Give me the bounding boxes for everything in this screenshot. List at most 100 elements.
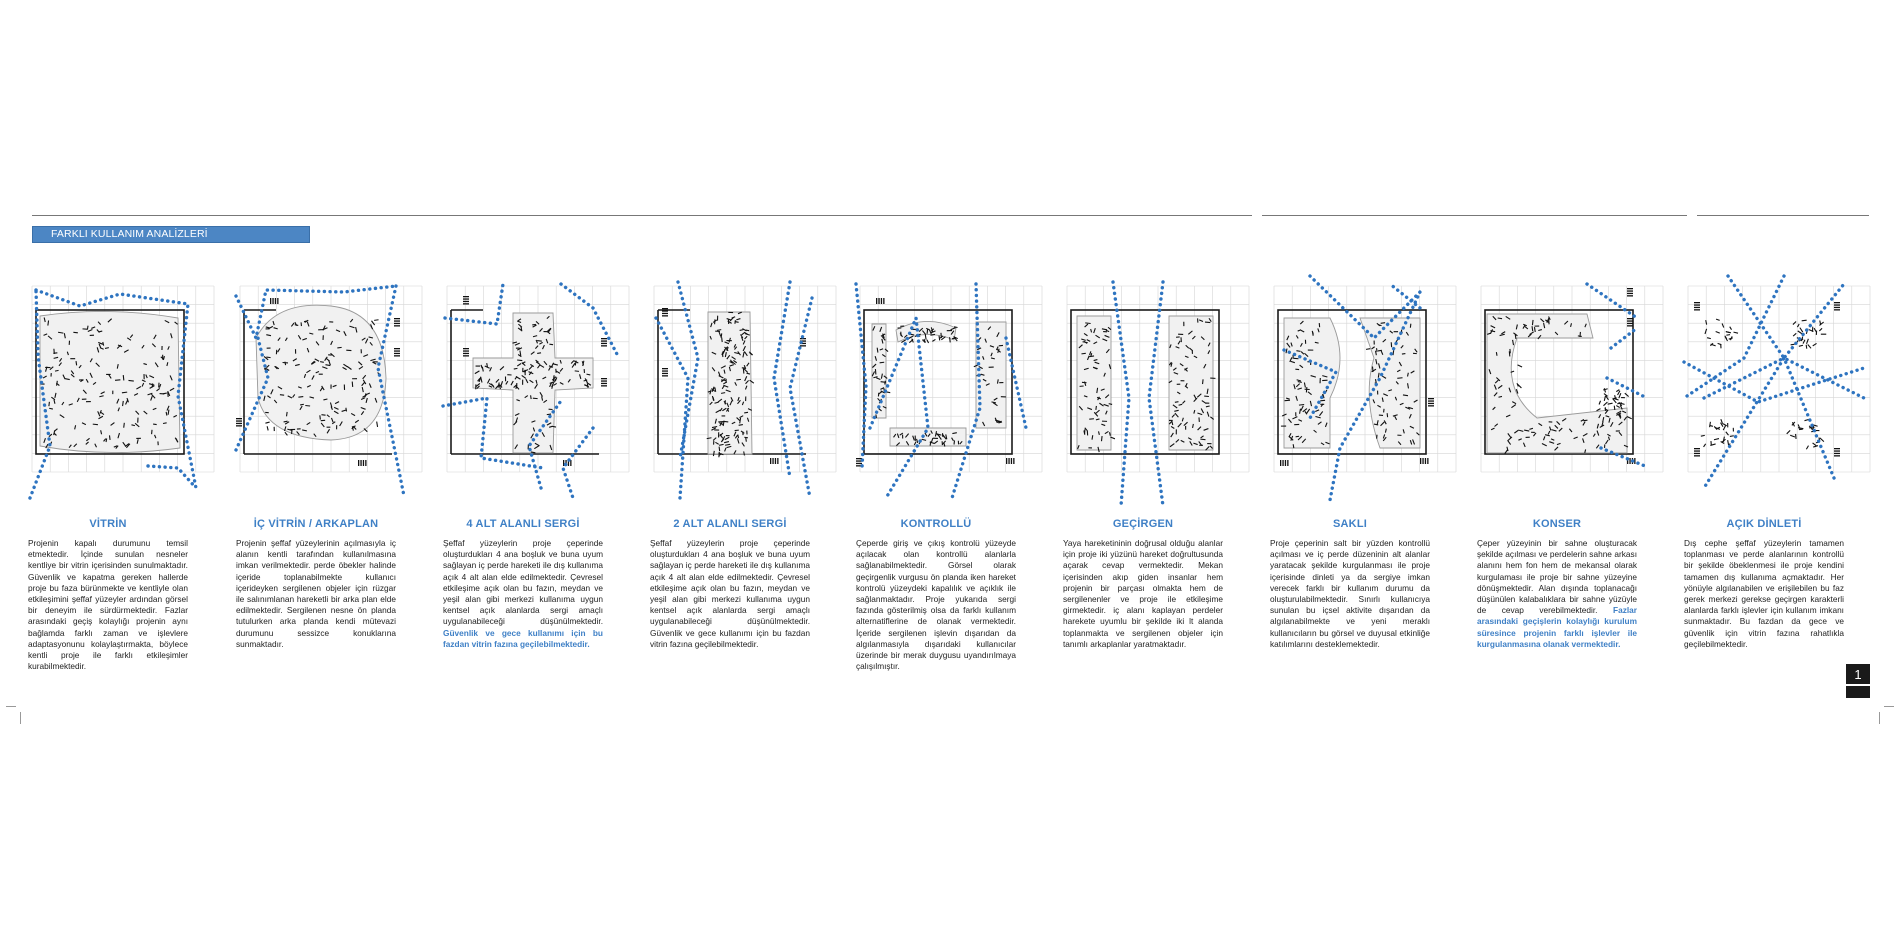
- movement-path: [1609, 326, 1639, 350]
- curtain-zone: [255, 304, 387, 441]
- crop-mark: [1879, 712, 1880, 724]
- movement-path: [1388, 282, 1422, 310]
- usage-diagram: [28, 285, 215, 500]
- usage-diagram: [1273, 274, 1457, 502]
- page-number: 1: [1846, 664, 1870, 698]
- curtain-zone: [1283, 317, 1421, 449]
- curtain-zone: [1076, 315, 1214, 451]
- visitor-marks: [1487, 315, 1632, 454]
- usage-diagram: [1682, 274, 1871, 490]
- description-text: Projenin kapalı durumunu temsil etmekted…: [28, 538, 188, 672]
- movement-path: [1702, 282, 1846, 400]
- movement-path: [1702, 354, 1836, 490]
- usage-diagram: [653, 280, 837, 500]
- movement-path: [1308, 274, 1422, 502]
- usage-diagram: [234, 284, 423, 498]
- panel-title: AÇIK DİNLETİ: [1726, 518, 1802, 530]
- movement-path: [788, 296, 814, 500]
- movement-path: [234, 284, 398, 344]
- movement-path: [854, 282, 868, 470]
- visitor-marks: [871, 325, 1006, 447]
- facade-modules: [236, 298, 400, 466]
- panel-description: Şeffaf yüzeylerin proje çeperinde oluştu…: [443, 538, 603, 650]
- enclosure-outline: [1070, 309, 1220, 455]
- usage-diagram: [854, 282, 1043, 500]
- movement-path: [561, 426, 595, 500]
- facade-modules: [463, 296, 607, 466]
- description-text: Şeffaf yüzeylerin proje çeperinde oluştu…: [650, 538, 810, 649]
- movement-path: [376, 284, 406, 498]
- movement-path: [1682, 360, 1866, 404]
- movement-path: [654, 316, 690, 500]
- movement-path: [1585, 282, 1639, 320]
- movement-path: [1726, 274, 1866, 400]
- panel-description: Şeffaf yüzeylerin proje çeperinde oluştu…: [650, 538, 810, 650]
- usage-diagram: [1480, 282, 1664, 473]
- description-text: Yaya hareketininin doğrusal olduğu alanl…: [1063, 538, 1223, 649]
- movement-path: [28, 288, 52, 500]
- movement-path: [34, 288, 198, 490]
- description-text: Proje çeperinin salt bir yüzden kontroll…: [1270, 538, 1430, 649]
- movement-path: [950, 282, 982, 500]
- description-text: Çeper yüzeyinin bir sahne oluşturacak şe…: [1477, 538, 1637, 616]
- panel-title: VİTRİN: [89, 518, 127, 530]
- facade-modules: [662, 308, 806, 464]
- grid: [653, 285, 837, 473]
- movement-path: [559, 282, 621, 360]
- section-header: FARKLI KULLANIM ANALİZLERİ: [32, 226, 310, 243]
- movement-path: [1282, 348, 1339, 420]
- movement-path: [234, 336, 270, 452]
- visitor-marks: [706, 311, 755, 458]
- curtain-zone: [1486, 313, 1628, 454]
- panel-description: Projenin kapalı durumunu temsil etmekted…: [28, 538, 188, 672]
- movement-path: [1605, 376, 1649, 400]
- top-rule: [1697, 215, 1869, 216]
- description-text: Projenin şeffaf yüzeylerinin açılmasıyla…: [236, 538, 396, 649]
- panel-title: 2 ALT ALANLI SERGİ: [673, 518, 787, 530]
- panel-description: Proje çeperinin salt bir yüzden kontroll…: [1270, 538, 1430, 650]
- panel-description: Çeper yüzeyinin bir sahne oluşturacak şe…: [1477, 538, 1637, 650]
- description-text: Çeperde giriş ve çıkış kontrolü yüzeyde …: [856, 538, 1016, 672]
- panel-title: KONSER: [1532, 518, 1582, 530]
- panel-title: 4 ALT ALANLI SERGİ: [466, 518, 580, 530]
- movement-path: [1004, 336, 1028, 430]
- visitor-marks: [263, 318, 382, 438]
- facade-modules: [856, 298, 1015, 467]
- movement-path: [443, 282, 505, 326]
- panel-description: Çeperde giriş ve çıkış kontrolü yüzeyde …: [856, 538, 1016, 672]
- crop-mark: [1884, 706, 1894, 707]
- enclosure-outline: [1484, 309, 1634, 455]
- visitor-marks: [1077, 317, 1216, 453]
- movement-path: [1111, 280, 1131, 508]
- curtain-zone: [871, 321, 1007, 447]
- movement-path: [1682, 274, 1786, 400]
- description-highlight: Güvenlik ve gece kullanımı için bu fazda…: [443, 627, 603, 649]
- description-text: Şeffaf yüzeylerin proje çeperinde oluştu…: [443, 538, 603, 627]
- facade-modules: [1280, 398, 1434, 466]
- description-text: Dış cephe şeffaf yüzeylerin tamamen topl…: [1684, 538, 1844, 649]
- movement-path: [1599, 446, 1647, 468]
- visitor-marks: [1700, 318, 1827, 450]
- panel-description: Dış cephe şeffaf yüzeylerin tamamen topl…: [1684, 538, 1844, 650]
- grid: [1687, 285, 1871, 473]
- panel-title: KONTROLLÜ: [900, 518, 972, 530]
- movement-path: [676, 280, 700, 460]
- panel-title: GEÇİRGEN: [1112, 518, 1174, 530]
- usage-diagram: [1066, 280, 1250, 508]
- top-rule: [1262, 215, 1687, 216]
- enclosure-outline: [1277, 309, 1427, 455]
- movement-path: [1147, 280, 1165, 508]
- enclosure-outline: [450, 309, 599, 455]
- top-rule: [32, 215, 1252, 216]
- enclosure-outline: [35, 309, 185, 455]
- panel-title: SAKLI: [1333, 518, 1367, 530]
- panel-description: Yaya hareketininin doğrusal olduğu alanl…: [1063, 538, 1223, 650]
- usage-diagram: [441, 282, 630, 500]
- crop-mark: [20, 712, 21, 724]
- panel-description: Projenin şeffaf yüzeylerinin açılmasıyla…: [236, 538, 396, 650]
- curtain-zone: [39, 311, 181, 453]
- facade-modules: [1694, 302, 1840, 457]
- movement-path: [146, 464, 198, 490]
- visitor-marks: [474, 315, 592, 454]
- movement-path: [441, 395, 545, 470]
